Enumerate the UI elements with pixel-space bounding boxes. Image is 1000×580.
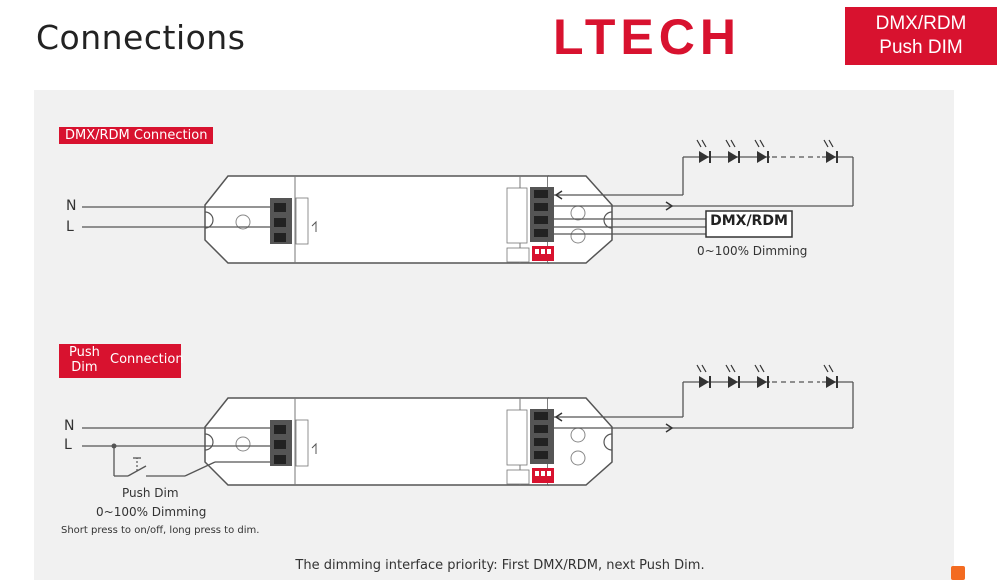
led-icon — [754, 139, 769, 164]
push-tag-word: Connection — [110, 352, 184, 367]
page-title: Connections — [36, 18, 246, 57]
push-tag-line1: Push — [69, 345, 100, 360]
led-icon — [754, 364, 769, 389]
push-switch — [111, 443, 272, 477]
mode-badge: DMX/RDM Push DIM — [845, 7, 997, 65]
brand-logo: LTECH — [553, 9, 741, 65]
push-connection-tag: Push Dim Connection — [59, 344, 184, 378]
diagram-panel — [34, 90, 954, 580]
push-switch-label: Push Dim — [122, 486, 179, 500]
priority-note: The dimming interface priority: First DM… — [295, 558, 705, 573]
corner-icon — [951, 566, 965, 580]
led-icon — [823, 364, 838, 389]
led-icon — [696, 364, 711, 389]
led-icon — [725, 364, 740, 389]
dmx-dimming-label: 0~100% Dimming — [697, 244, 808, 258]
push-label-n: N — [64, 418, 75, 434]
dmx-led-string — [554, 139, 854, 211]
push-tag-stack: Push Dim — [69, 345, 100, 375]
led-icon — [823, 139, 838, 164]
push-hint: Short press to on/off, long press to dim… — [61, 525, 260, 536]
dmx-signal-wires — [554, 210, 793, 238]
push-tag-line2: Dim — [71, 360, 98, 375]
dmx-signal-box — [705, 210, 793, 238]
push-controller — [204, 397, 613, 486]
push-label-l: L — [64, 437, 72, 453]
mode-badge-line1: DMX/RDM — [875, 13, 967, 34]
led-icon — [696, 139, 711, 164]
push-led-string — [554, 364, 854, 433]
mode-badge-line2: Push DIM — [879, 37, 963, 58]
dmx-controller — [204, 175, 613, 264]
dmx-signal-label: DMX/RDM — [710, 213, 788, 229]
dmx-connection-tag: DMX/RDM Connection — [59, 127, 214, 144]
push-dimming-label: 0~100% Dimming — [96, 505, 207, 519]
led-icon — [725, 139, 740, 164]
dmx-label-l: L — [66, 219, 74, 235]
dmx-label-n: N — [66, 198, 77, 214]
